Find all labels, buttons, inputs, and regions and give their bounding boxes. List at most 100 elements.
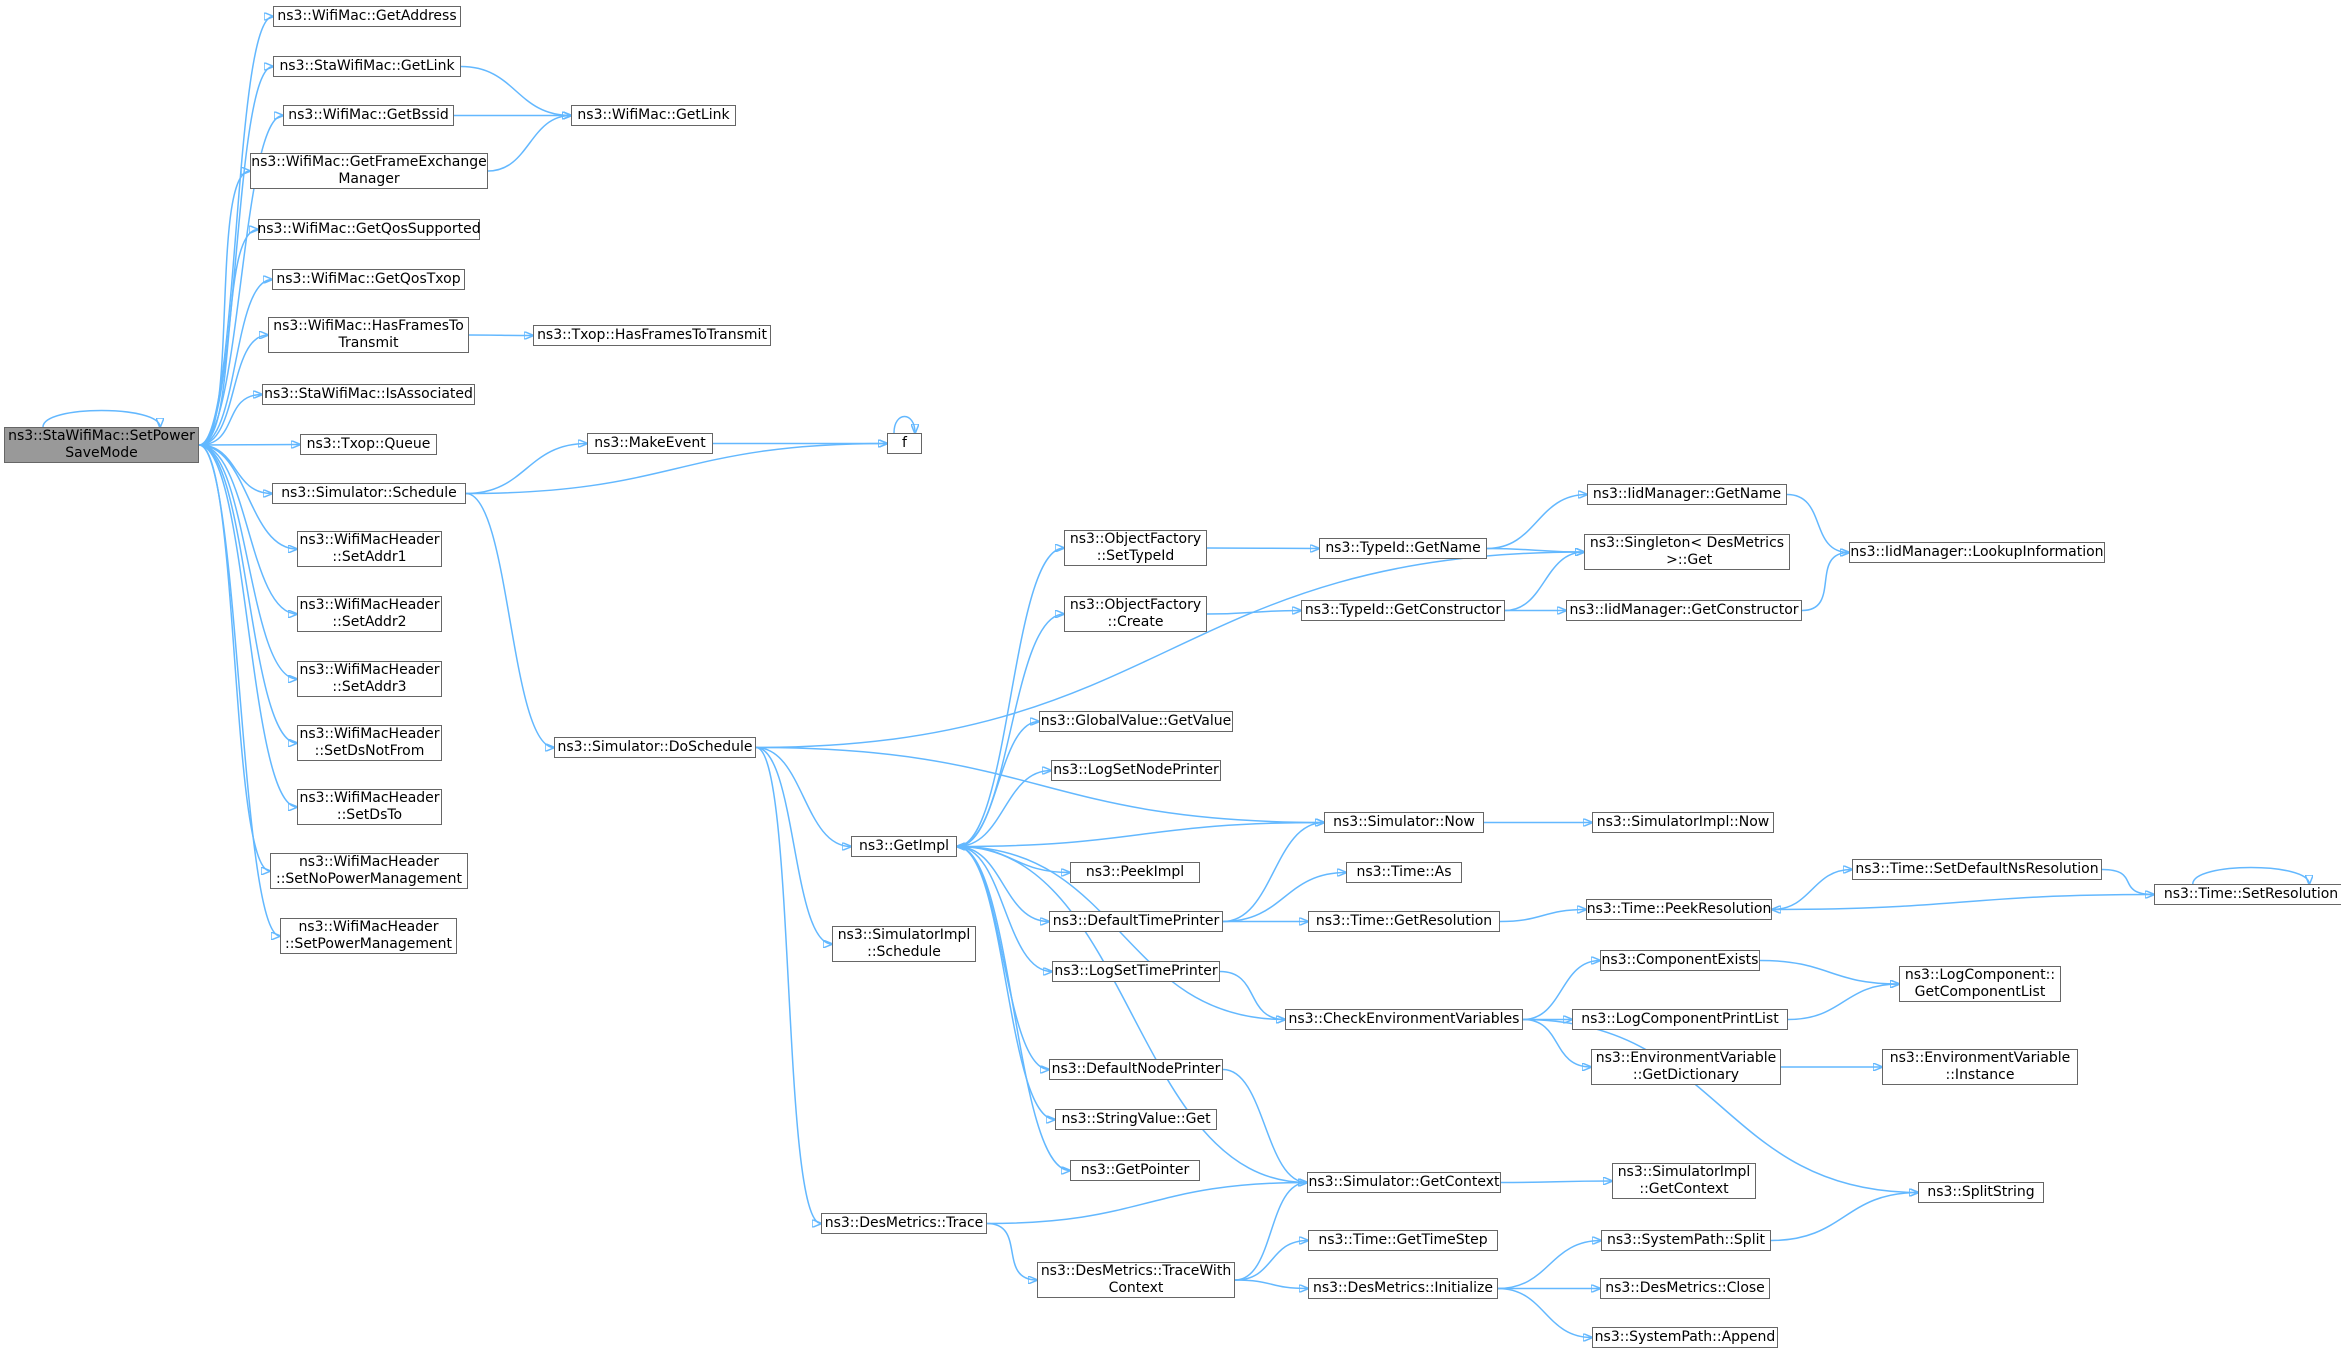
graph-node-log-comp-get-list[interactable]: ns3::LogComponent:: GetComponentList <box>1899 966 2061 1002</box>
graph-node-check-env[interactable]: ns3::CheckEnvironmentVariables <box>1285 1009 1523 1030</box>
edge-root-to-setDsNotFrom <box>198 444 297 743</box>
edge-iidGetCtor-to-lookupInfo <box>1801 553 1849 612</box>
graph-node-txop-queue[interactable]: ns3::Txop::Queue <box>300 434 437 455</box>
graph-node-comp-exists[interactable]: ns3::ComponentExists <box>1600 950 1760 971</box>
edge-simNow-to-getImpl <box>957 821 1325 847</box>
graph-node-set-ds-not-from[interactable]: ns3::WifiMacHeader ::SetDsNotFrom <box>297 725 442 761</box>
edge-root-to-getQosTxop <box>198 280 272 446</box>
edge-root-to-setPower <box>198 444 280 936</box>
edge-doSchedule-to-simImplSchedule <box>755 746 832 945</box>
edge-root-to-isAssociated <box>198 395 262 446</box>
edge-getImpl-to-logSetTime <box>956 845 1052 972</box>
graph-node-set-addr1[interactable]: ns3::WifiMacHeader ::SetAddr1 <box>297 531 442 567</box>
graph-node-trace-with[interactable]: ns3::DesMetrics::TraceWith Context <box>1037 1262 1235 1298</box>
graph-node-singleton-get[interactable]: ns3::Singleton< DesMetrics >::Get <box>1584 534 1790 570</box>
edge-setTypeId-to-typeGetName <box>1206 548 1319 549</box>
graph-node-get-qos-supported[interactable]: ns3::WifiMac::GetQosSupported <box>257 219 481 240</box>
graph-node-iid-get-ctor[interactable]: ns3::IidManager::GetConstructor <box>1566 600 1802 621</box>
edge-doSchedule-to-getImpl <box>755 746 851 847</box>
edge-compExists-to-logCompGetList <box>1759 959 1899 985</box>
graph-node-get-fem[interactable]: ns3::WifiMac::GetFrameExchange Manager <box>250 153 488 189</box>
edge-simGetContext-to-getImpl <box>957 847 1308 1184</box>
graph-node-wifi-get-link[interactable]: ns3::WifiMac::GetLink <box>571 105 736 126</box>
graph-node-des-close[interactable]: ns3::DesMetrics::Close <box>1600 1278 1770 1299</box>
edge-setRes-to-setRes <box>2192 866 2309 885</box>
graph-node-env-instance[interactable]: ns3::EnvironmentVariable ::Instance <box>1882 1049 2078 1085</box>
graph-node-iid-get-name[interactable]: ns3::IidManager::GetName <box>1587 484 1787 505</box>
edge-traceWith-to-simGetContext <box>1234 1183 1307 1281</box>
graph-node-time-as[interactable]: ns3::Time::As <box>1346 862 1462 883</box>
graph-node-do-schedule[interactable]: ns3::Simulator::DoSchedule <box>554 737 756 758</box>
graph-node-str-get[interactable]: ns3::StringValue::Get <box>1055 1109 1217 1130</box>
graph-node-def-time-printer[interactable]: ns3::DefaultTimePrinter <box>1049 911 1223 932</box>
edge-root-to-getQosSupported <box>198 230 258 446</box>
graph-node-peek-impl[interactable]: ns3::PeekImpl <box>1070 862 1200 883</box>
graph-node-set-res[interactable]: ns3::Time::SetResolution <box>2154 884 2341 905</box>
graph-node-log-set-node[interactable]: ns3::LogSetNodePrinter <box>1051 760 1221 781</box>
edge-getImpl-to-gvGetValue <box>956 722 1039 848</box>
graph-node-get-pointer[interactable]: ns3::GetPointer <box>1070 1160 1200 1181</box>
graph-node-sta-get-link[interactable]: ns3::StaWifiMac::GetLink <box>273 56 461 77</box>
graph-node-f[interactable]: f <box>887 433 922 454</box>
graph-node-set-def-ns[interactable]: ns3::Time::SetDefaultNsResolution <box>1852 859 2102 880</box>
graph-node-get-bssid[interactable]: ns3::WifiMac::GetBssid <box>283 105 454 126</box>
edge-desInit-to-sysAppend <box>1497 1287 1592 1338</box>
graph-node-sys-append[interactable]: ns3::SystemPath::Append <box>1592 1327 1778 1348</box>
graph-node-sim-impl-get-context[interactable]: ns3::SimulatorImpl ::GetContext <box>1612 1163 1756 1199</box>
edge-desTrace-to-traceWith <box>986 1222 1037 1281</box>
edge-getImpl-to-strGet <box>956 845 1055 1120</box>
graph-node-log-comp-print[interactable]: ns3::LogComponentPrintList <box>1572 1009 1788 1030</box>
graph-node-des-trace[interactable]: ns3::DesMetrics::Trace <box>821 1213 987 1234</box>
graph-node-gv-get-value[interactable]: ns3::GlobalValue::GetValue <box>1039 711 1233 732</box>
graph-node-sys-split[interactable]: ns3::SystemPath::Split <box>1601 1230 1771 1251</box>
graph-node-set-addr3[interactable]: ns3::WifiMacHeader ::SetAddr3 <box>297 661 442 697</box>
edge-f-to-f <box>893 415 915 434</box>
graph-node-lookup-info[interactable]: ns3::IidManager::LookupInformation <box>1849 542 2105 563</box>
edge-hasFramesTo-to-txopHasFrames <box>468 335 533 336</box>
graph-node-is-associated[interactable]: ns3::StaWifiMac::IsAssociated <box>262 384 475 405</box>
graph-node-set-addr2[interactable]: ns3::WifiMacHeader ::SetAddr2 <box>297 596 442 632</box>
graph-node-sim-impl-now[interactable]: ns3::SimulatorImpl::Now <box>1592 812 1774 833</box>
edge-root-to-setDsTo <box>198 444 297 807</box>
graph-node-des-init[interactable]: ns3::DesMetrics::Initialize <box>1308 1278 1498 1299</box>
graph-node-get-impl[interactable]: ns3::GetImpl <box>851 836 957 857</box>
graph-node-make-event[interactable]: ns3::MakeEvent <box>587 433 713 454</box>
graph-node-sim-now[interactable]: ns3::Simulator::Now <box>1324 812 1484 833</box>
edge-getImpl-to-logSetNode <box>956 771 1051 848</box>
edge-logCompPrint-to-logCompGetList <box>1787 984 1899 1021</box>
edge-root-to-getAddress <box>198 17 273 446</box>
edge-typeGetCtor-to-singletonGet <box>1504 552 1584 612</box>
edge-defNodePrinter-to-simGetContext <box>1222 1068 1307 1183</box>
edge-root-to-hasFramesTo <box>198 335 268 446</box>
edge-getImpl-to-setTypeId <box>956 548 1064 848</box>
graph-node-get-time-step[interactable]: ns3::Time::GetTimeStep <box>1308 1230 1498 1251</box>
edge-getImpl-to-defTimePrinter <box>956 845 1049 922</box>
graph-node-sim-get-context[interactable]: ns3::Simulator::GetContext <box>1307 1172 1501 1193</box>
graph-node-set-ds-to[interactable]: ns3::WifiMacHeader ::SetDsTo <box>297 789 442 825</box>
graph-node-time-get-res[interactable]: ns3::Time::GetResolution <box>1308 911 1500 932</box>
edge-defTimePrinter-to-timeAs <box>1222 873 1346 923</box>
graph-node-set-power[interactable]: ns3::WifiMacHeader ::SetPowerManagement <box>280 918 457 954</box>
graph-node-log-set-time[interactable]: ns3::LogSetTimePrinter <box>1052 961 1220 982</box>
graph-node-env-get-dict[interactable]: ns3::EnvironmentVariable ::GetDictionary <box>1591 1049 1781 1085</box>
graph-node-txop-has-frames[interactable]: ns3::Txop::HasFramesToTransmit <box>533 325 771 346</box>
graph-node-get-address[interactable]: ns3::WifiMac::GetAddress <box>273 6 461 27</box>
edge-ofCreate-to-typeGetCtor <box>1206 611 1301 615</box>
graph-node-get-qos-txop[interactable]: ns3::WifiMac::GetQosTxop <box>272 269 465 290</box>
graph-node-def-node-printer[interactable]: ns3::DefaultNodePrinter <box>1049 1059 1223 1080</box>
graph-node-of-create[interactable]: ns3::ObjectFactory ::Create <box>1064 596 1207 632</box>
graph-node-set-no-power[interactable]: ns3::WifiMacHeader ::SetNoPowerManagemen… <box>270 853 468 889</box>
graph-node-has-frames-to[interactable]: ns3::WifiMac::HasFramesTo Transmit <box>268 317 469 353</box>
graph-node-set-type-id[interactable]: ns3::ObjectFactory ::SetTypeId <box>1064 530 1207 566</box>
graph-node-peek-res[interactable]: ns3::Time::PeekResolution <box>1586 899 1772 920</box>
edge-desTrace-to-simGetContext <box>986 1183 1307 1225</box>
graph-node-split-string[interactable]: ns3::SplitString <box>1918 1182 2044 1203</box>
edge-timeGetRes-to-peekRes <box>1499 910 1586 923</box>
graph-node-type-get-ctor[interactable]: ns3::TypeId::GetConstructor <box>1301 600 1505 621</box>
graph-node-schedule[interactable]: ns3::Simulator::Schedule <box>272 483 466 504</box>
graph-node-type-get-name[interactable]: ns3::TypeId::GetName <box>1319 538 1487 559</box>
graph-node-sim-impl-schedule[interactable]: ns3::SimulatorImpl ::Schedule <box>832 926 976 962</box>
graph-node-root[interactable]: ns3::StaWifiMac::SetPower SaveMode <box>4 427 199 463</box>
